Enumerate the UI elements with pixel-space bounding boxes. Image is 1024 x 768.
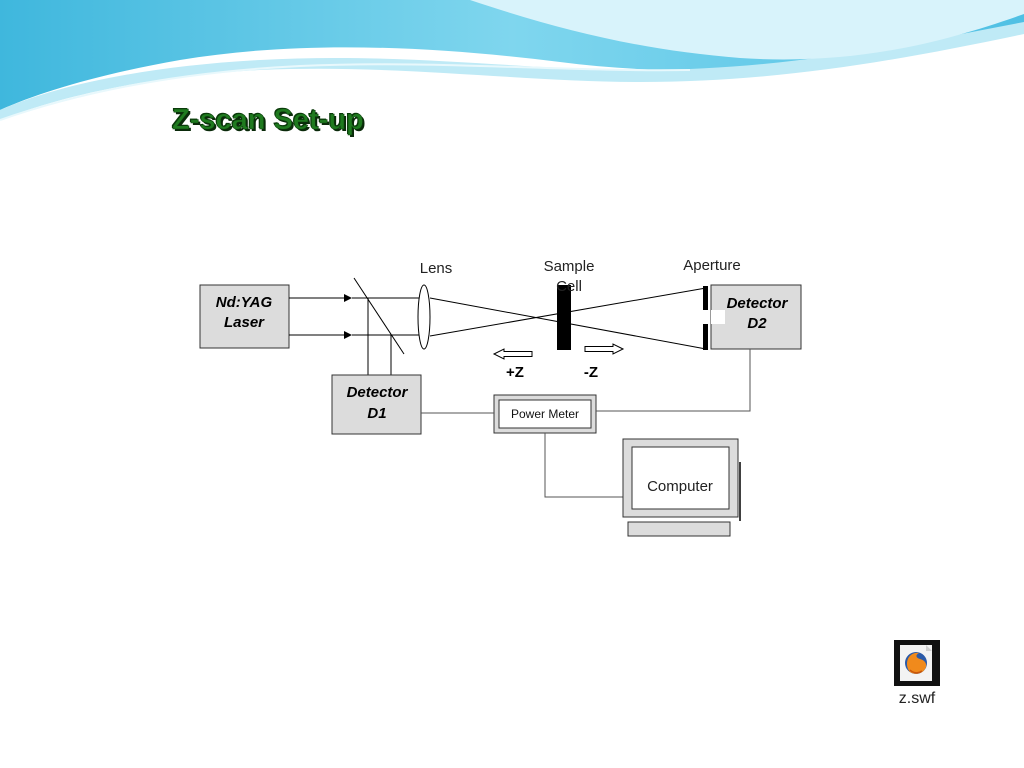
laser-box — [199, 284, 290, 349]
beam-splitter — [353, 277, 405, 355]
detector-d1-line2: D1 — [367, 405, 386, 422]
aperture-shape — [703, 286, 708, 350]
minus-z-arrow — [584, 343, 625, 355]
detector-d2-box — [710, 284, 802, 350]
aperture-label: Aperture — [683, 257, 741, 274]
sample-label-line1: Sample — [544, 258, 595, 275]
firefox-file-icon[interactable] — [894, 640, 940, 686]
laser-label-line2: Laser — [224, 314, 265, 331]
lens-shape — [417, 284, 431, 350]
lens-label: Lens — [420, 260, 453, 277]
laser-beams — [289, 294, 422, 339]
sample-cell — [557, 285, 571, 350]
computer-monitor — [622, 438, 741, 537]
laser-label-line1: Nd:YAG — [216, 294, 273, 311]
power-meter-label: Power Meter — [511, 407, 579, 421]
signal-wires — [421, 349, 751, 498]
sample-label-line2: Cell — [556, 278, 582, 295]
detector-d1-box — [331, 374, 422, 435]
computer-label: Computer — [647, 478, 713, 495]
detector-d2-line2: D2 — [747, 315, 767, 332]
detector-d1-line1: Detector — [347, 384, 409, 401]
minus-z-label: -Z — [584, 364, 598, 381]
header-wave-banner — [0, 0, 1024, 121]
attachment-filename[interactable]: z.swf — [898, 690, 936, 707]
slide-title: Z-scan Set-up — [172, 104, 364, 137]
detector-d2-line1: Detector — [727, 295, 789, 312]
plus-z-arrow — [492, 348, 533, 360]
plus-z-label: +Z — [506, 364, 524, 381]
